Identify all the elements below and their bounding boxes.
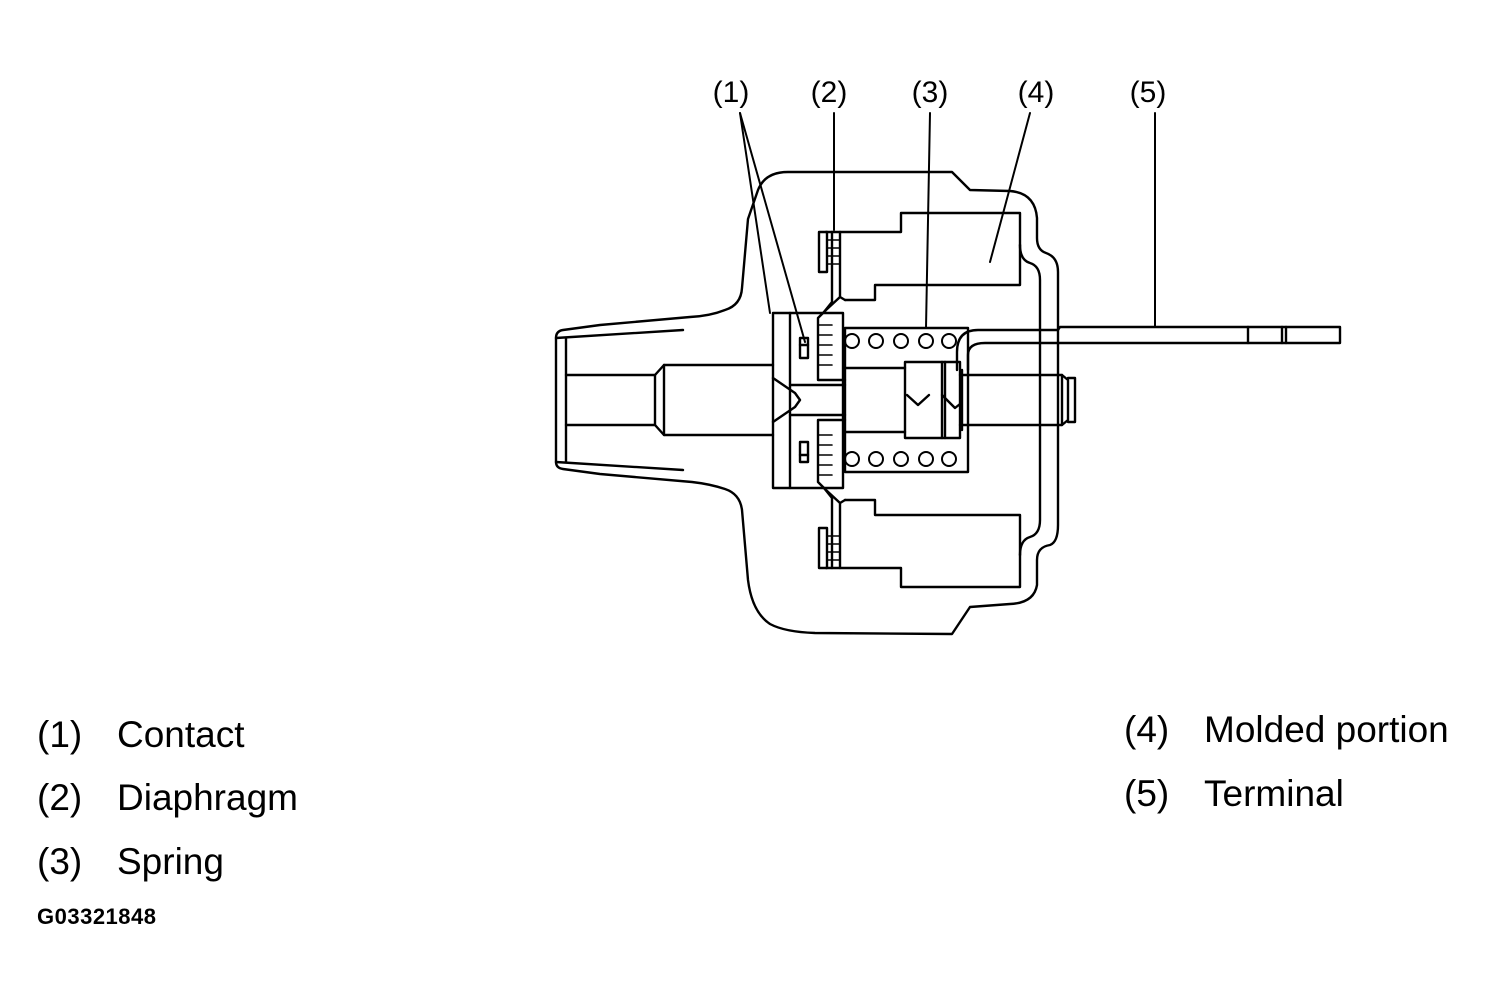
legend-number: (5)	[1124, 773, 1170, 814]
callout-4: (4)	[1018, 76, 1055, 109]
legend-number: (2)	[37, 777, 83, 818]
spring-chamber	[843, 326, 970, 474]
legend-number: (4)	[1124, 709, 1170, 750]
callout-1: (1)	[713, 76, 750, 109]
legend-item-spring: (3) Spring	[37, 843, 224, 880]
thread-fitting	[554, 328, 775, 472]
legend-item-diaphragm: (2) Diaphragm	[37, 779, 298, 816]
legend-number: (1)	[37, 714, 83, 755]
contact-base	[771, 311, 847, 490]
callout-5: (5)	[1130, 76, 1167, 109]
contact-points	[798, 336, 810, 464]
legend-item-terminal: (5) Terminal	[1124, 775, 1344, 812]
legend-label: Contact	[117, 714, 245, 755]
diaphragm-upper	[816, 211, 1022, 382]
legend-item-molded-portion: (4) Molded portion	[1124, 711, 1449, 748]
terminal-stud	[903, 360, 1077, 440]
outer-housing	[554, 170, 1060, 636]
molded-portion-cavity	[838, 243, 1042, 557]
figure-id: G03321848	[37, 904, 157, 929]
callout-3: (3)	[912, 76, 949, 109]
diaphragm-lower	[816, 418, 1022, 589]
terminal-strip	[955, 325, 1342, 372]
legend-label: Diaphragm	[117, 777, 298, 818]
callout-2: (2)	[811, 76, 848, 109]
legend-number: (3)	[37, 841, 83, 882]
leader-lines	[739, 112, 1156, 343]
legend-item-contact: (1) Contact	[37, 716, 245, 753]
legend-label: Spring	[117, 841, 224, 882]
legend-label: Terminal	[1204, 773, 1344, 814]
spring-coils	[844, 333, 957, 467]
legend-label: Molded portion	[1204, 709, 1449, 750]
